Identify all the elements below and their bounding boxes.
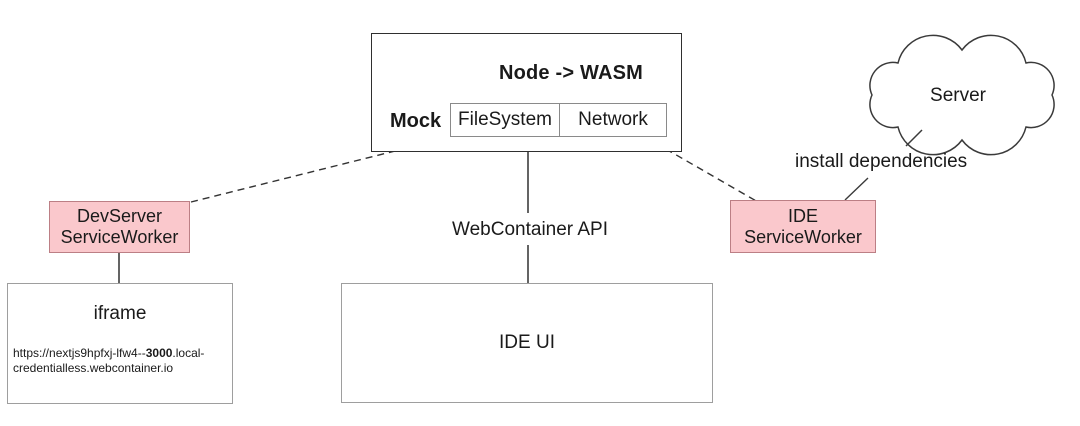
iframe-url-suffix: .local-credentialless.webcontainer.io bbox=[13, 346, 205, 375]
connector-network-ideworker bbox=[644, 136, 759, 203]
connector-devserver-filesystem bbox=[190, 136, 452, 203]
iframe-url-port: 3000 bbox=[145, 346, 173, 360]
iframe-url-prefix: https://nextjs9hpfxj-lfw4-- bbox=[13, 346, 146, 360]
devserver-serviceworker-box: DevServer ServiceWorker bbox=[49, 201, 190, 253]
filesystem-cell: FileSystem bbox=[450, 103, 560, 137]
install-dependencies-label: install dependencies bbox=[795, 151, 968, 172]
network-cell: Network bbox=[560, 103, 667, 137]
server-cloud-tail bbox=[905, 129, 923, 147]
ide-serviceworker-box: IDE ServiceWorker bbox=[730, 200, 876, 253]
connector-installdeps-ideworker bbox=[844, 177, 869, 201]
devserver-serviceworker-line2: ServiceWorker bbox=[60, 227, 179, 247]
server-cloud-icon bbox=[869, 34, 1055, 156]
webcontainer-api-label: WebContainer API bbox=[452, 219, 608, 240]
node-wasm-box: Node -> WASM Mock FileSystem Network bbox=[371, 33, 682, 152]
ide-serviceworker-line2: ServiceWorker bbox=[744, 226, 862, 247]
devserver-serviceworker-line1: DevServer bbox=[76, 206, 163, 226]
mock-label: Mock bbox=[390, 110, 442, 132]
iframe-box: iframe https://nextjs9hpfxj-lfw4--3000.l… bbox=[7, 283, 233, 404]
ide-ui-label: IDE UI bbox=[499, 332, 555, 353]
server-cloud-label: Server bbox=[930, 85, 986, 106]
node-wasm-title: Node -> WASM bbox=[498, 62, 644, 84]
ide-serviceworker-line1: IDE bbox=[787, 205, 818, 226]
iframe-title: iframe bbox=[93, 303, 147, 324]
ide-ui-box: IDE UI bbox=[341, 283, 713, 403]
iframe-url: https://nextjs9hpfxj-lfw4--3000.local-cr… bbox=[13, 346, 230, 376]
mock-cells: FileSystem Network bbox=[450, 103, 667, 137]
